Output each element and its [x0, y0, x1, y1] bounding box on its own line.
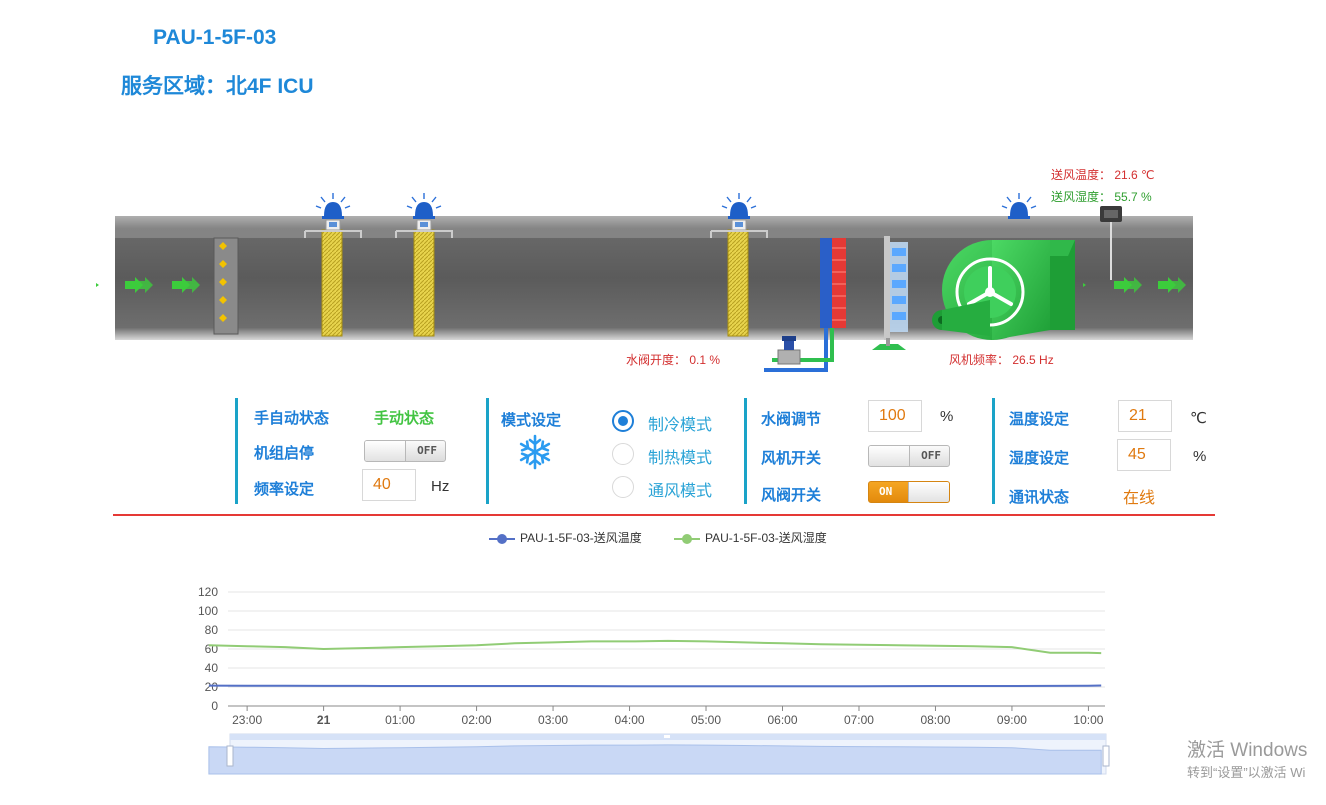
water-valve-input[interactable]: 100 — [868, 400, 922, 432]
control-panel-setpoints: 温度设定 21 ℃ 湿度设定 45 % 通讯状态 在线 — [992, 398, 1225, 507]
supply-fan — [932, 240, 1075, 340]
x-tick-label: 10:00 — [1073, 713, 1103, 727]
supply-air-sensor — [1100, 206, 1122, 280]
control-panel-valves: 水阀调节 100 % 风机开关 OFF 风阀开关 ON — [744, 398, 987, 504]
y-tick-label: 60 — [205, 642, 219, 656]
water-valve — [777, 336, 801, 365]
alarm-beacons — [304, 193, 1037, 238]
mode-setting-label: 模式设定 — [501, 412, 562, 429]
mode-radio-heating[interactable] — [612, 443, 634, 465]
mode-option-heating[interactable]: 制热模式 — [648, 450, 713, 467]
damper-switch-toggle[interactable]: ON — [868, 481, 950, 503]
humidity-unit: % — [1193, 448, 1207, 465]
fan-frequency-readout: 风机频率： 26.5 Hz — [949, 353, 1054, 367]
fan-switch-label: 风机开关 — [761, 450, 822, 467]
comm-status-value: 在线 — [1123, 490, 1156, 507]
x-tick-label: 05:00 — [691, 713, 721, 727]
trend-chart: 0 20 40 60 80 100 120 23:00 21 01:00 02:00 03:00 04:… — [198, 585, 1110, 775]
x-tick-label: 21 — [317, 713, 331, 727]
service-area: 服务区域：北4F ICU — [121, 75, 314, 98]
fan-switch-toggle[interactable]: OFF — [868, 445, 950, 467]
legend-temp-swatch — [489, 533, 515, 544]
legend-humidity-swatch — [674, 533, 700, 544]
supply-temp-readout: 送风温度： 21.6 ℃ — [1051, 168, 1155, 182]
x-tick-label: 01:00 — [385, 713, 415, 727]
x-tick-label: 07:00 — [844, 713, 874, 727]
snowflake-icon — [519, 434, 551, 470]
supply-humidity-readout: 送风湿度： 55.7 % — [1051, 190, 1152, 204]
section-divider — [113, 514, 1215, 516]
temp-setting-input[interactable]: 21 — [1118, 400, 1172, 432]
water-valve-label: 水阀调节 — [761, 411, 822, 428]
unit-startstop-label: 机组启停 — [254, 445, 315, 462]
y-tick-label: 80 — [205, 623, 219, 637]
filter-3 — [727, 229, 749, 337]
frequency-unit: Hz — [431, 478, 450, 495]
x-tick-label: 03:00 — [538, 713, 568, 727]
zoom-slider-grip — [664, 735, 670, 738]
humidity-setting-label: 湿度设定 — [1009, 450, 1070, 467]
control-panel-mode: 模式设定 制冷模式 制热模式 通风模式 — [486, 398, 729, 504]
auto-manual-status: 手动状态 — [374, 410, 435, 427]
ahu-schematic — [96, 193, 1193, 372]
damper-switch-label: 风阀开关 — [761, 487, 822, 504]
valve-opening-readout: 水阀开度： 0.1 % — [626, 353, 721, 367]
zoom-slider-preview — [208, 744, 1102, 775]
humidifier — [872, 236, 908, 350]
auto-manual-label: 手自动状态 — [254, 410, 330, 427]
temp-unit: ℃ — [1190, 410, 1207, 427]
series-line-temp — [208, 684, 1102, 688]
y-tick-label: 40 — [205, 661, 219, 675]
humidity-setting-input[interactable]: 45 — [1117, 439, 1171, 471]
x-tick-label: 04:00 — [615, 713, 645, 727]
mode-radio-cooling[interactable] — [612, 410, 634, 432]
filter-1 — [321, 229, 343, 337]
cooling-heating-coil — [764, 238, 846, 372]
x-tick-label: 08:00 — [920, 713, 950, 727]
y-tick-label: 20 — [205, 680, 219, 694]
y-tick-label: 100 — [198, 604, 218, 618]
filter-2 — [413, 229, 435, 337]
y-tick-label: 0 — [211, 699, 218, 713]
unit-startstop-toggle[interactable]: OFF — [364, 440, 446, 462]
comm-status-label: 通讯状态 — [1009, 489, 1070, 506]
mode-radio-ventilation[interactable] — [612, 476, 634, 498]
x-tick-label: 02:00 — [462, 713, 492, 727]
legend-temp[interactable]: PAU-1-5F-03-送风温度 — [489, 529, 642, 546]
series-line-humidity — [208, 639, 1102, 655]
temp-setting-label: 温度设定 — [1009, 411, 1070, 428]
mode-option-ventilation[interactable]: 通风模式 — [648, 483, 713, 500]
mode-option-cooling[interactable]: 制冷模式 — [648, 417, 713, 434]
x-tick-label: 09:00 — [997, 713, 1027, 727]
airflow-arrows — [96, 277, 1186, 293]
zoom-handle-right[interactable] — [1102, 745, 1110, 767]
windows-activation-hint: 转到“设置”以激活 Wi — [1187, 765, 1306, 780]
y-tick-label: 120 — [198, 585, 218, 599]
damper — [213, 237, 239, 335]
windows-activation-title: 激活 Windows — [1187, 740, 1308, 761]
control-panel-run: 手自动状态 手动状态 机组启停 OFF 频率设定 40 Hz — [235, 398, 478, 504]
legend-humidity[interactable]: PAU-1-5F-03-送风湿度 — [674, 529, 827, 546]
frequency-setting-label: 频率设定 — [254, 481, 315, 498]
x-tick-label: 23:00 — [232, 713, 262, 727]
frequency-setting-input[interactable]: 40 — [362, 469, 416, 501]
x-tick-label: 06:00 — [767, 713, 797, 727]
zoom-handle-left[interactable] — [226, 745, 234, 767]
unit-title: PAU-1-5F-03 — [153, 26, 277, 49]
water-valve-unit: % — [940, 408, 954, 425]
